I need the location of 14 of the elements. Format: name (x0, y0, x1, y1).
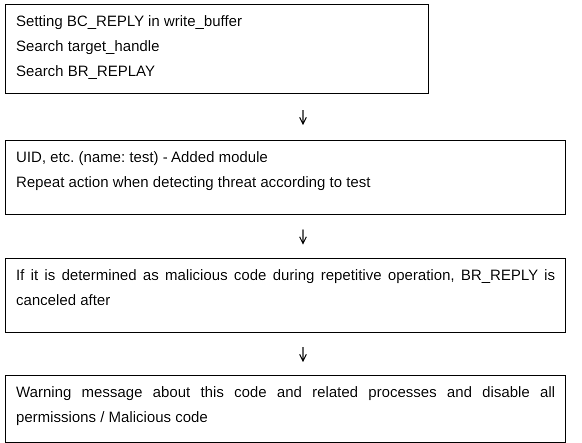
box-text: Warning message about this code and related processes and disable all permissions / Malicious code (16, 383, 555, 428)
box-text: Repeat action when detecting threat according to test (16, 173, 372, 193)
box-text: Search target_handle (16, 37, 160, 57)
arrow (299, 110, 307, 125)
box-text: UID, etc. (name: test) - Added module (16, 148, 269, 168)
arrow (299, 230, 307, 244)
process-box (5, 375, 566, 443)
arrow (299, 347, 307, 362)
box-text: If it is determined as malicious code during repetitive operation, BR_REPLY is canceled after (16, 266, 555, 311)
process-box (5, 258, 566, 333)
box-text: Setting BC_REPLY in write_buffer (16, 12, 243, 32)
process-box (5, 140, 566, 215)
process-box (5, 4, 429, 94)
box-text: Search BR_REPLAY (16, 62, 156, 82)
